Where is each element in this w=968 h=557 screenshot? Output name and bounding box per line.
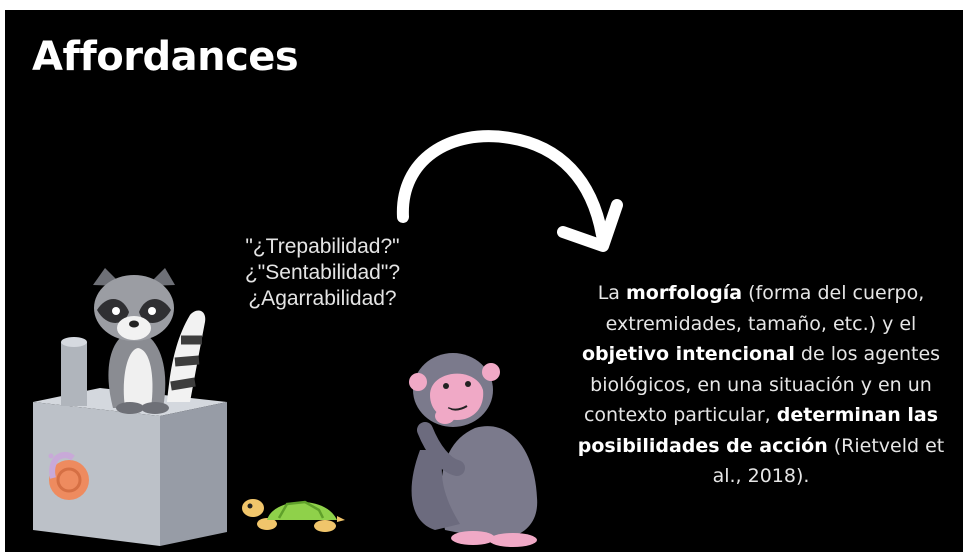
questions-list: "¿Trepabilidad?" ¿"Sentabilidad"? ¿Agarr… [220,234,425,312]
paragraph-line: posibilidades de acción (Rietveld et [561,431,961,462]
illustration-layer [33,130,623,547]
text-span: de los agentes [794,343,941,365]
paragraph-line: al., 2018). [712,465,810,487]
paragraph-line: extremidades, tamaño, etc.) y el [605,312,917,335]
bold-term: determinan las [776,404,939,426]
paragraph-line: contexto particular, determinan las [561,400,961,431]
cylinder-illustration [61,337,87,406]
question-item: ¿"Sentabilidad"? [244,261,400,284]
curved-arrow-icon [396,130,623,252]
slide-title: Affordances [32,34,299,80]
chimpanzee-illustration [409,353,538,547]
slide: Affordances "¿Trepabilidad?" ¿"Sentabili… [5,10,963,552]
raccoon-illustration [93,268,206,414]
definition-paragraph: La morfología (forma del cuerpo, extremi… [561,278,961,492]
text-span: La [597,282,626,304]
paragraph-line: objetivo intencional de los agentes [561,339,961,370]
text-span: (forma del cuerpo, [742,282,925,304]
turtle-illustration [242,499,345,532]
question-item: "¿Trepabilidad?" [245,235,400,258]
bold-term: posibilidades de acción [577,434,828,457]
snail-illustration [48,452,89,500]
paragraph-line: La morfología (forma del cuerpo, [561,278,961,309]
text-span: contexto particular, [583,404,777,426]
question-item: ¿Agarrabilidad? [248,287,397,310]
text-span: (Rietveld et [827,434,945,457]
bold-term: morfología [626,282,743,304]
bold-term: objetivo intencional [581,343,795,365]
paragraph-line: biológicos, en una situación y en un [590,373,932,396]
